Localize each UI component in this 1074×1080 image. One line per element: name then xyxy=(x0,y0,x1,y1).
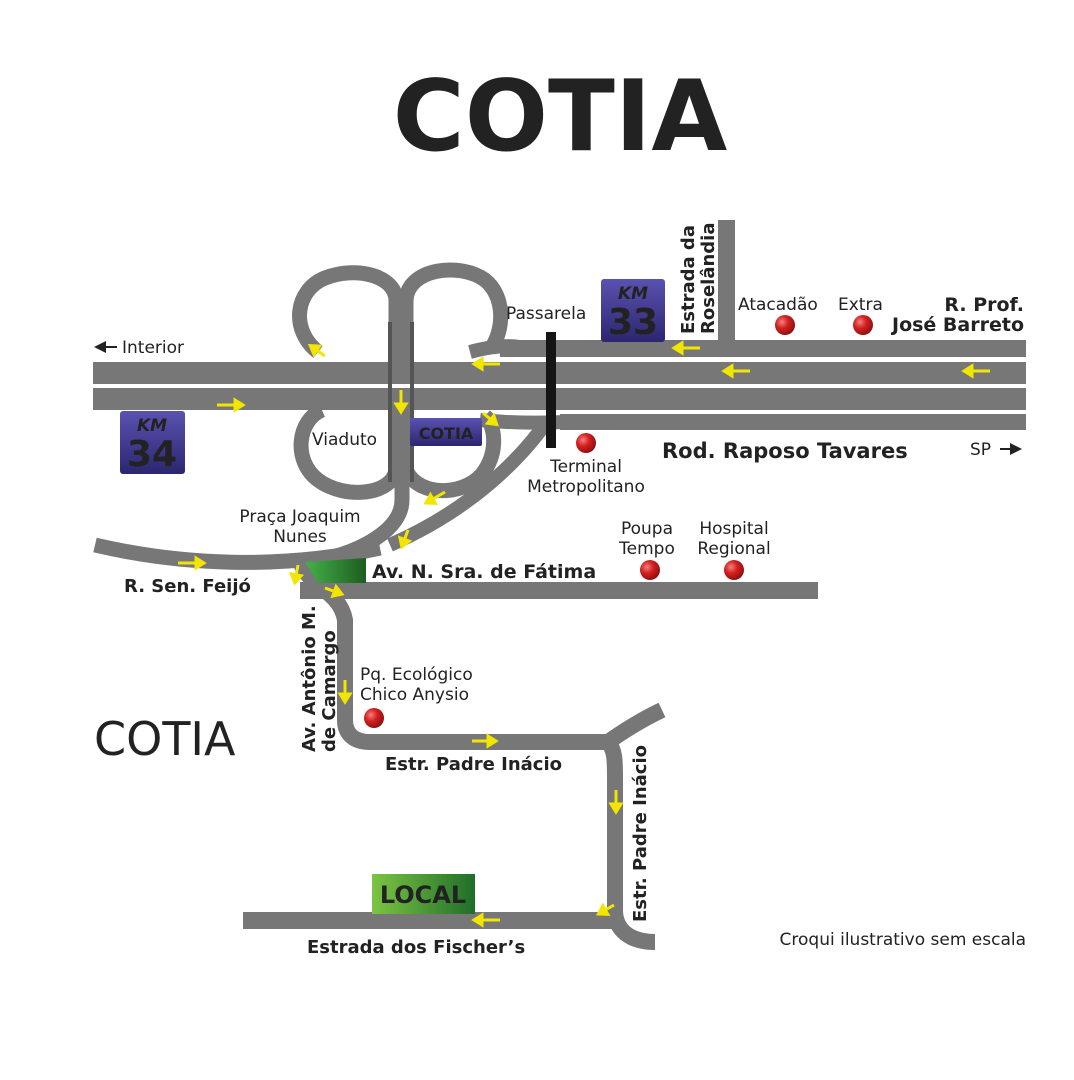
ramp-from-terminal xyxy=(387,415,554,552)
label-feijo: R. Sen. Feijó xyxy=(124,576,251,597)
fatima-road xyxy=(300,582,818,599)
label-passarela: Passarela xyxy=(506,304,586,324)
fatima-marker xyxy=(305,558,366,583)
highway-lane-north xyxy=(93,362,1026,384)
label-hospital-1: Hospital xyxy=(699,519,768,539)
arrow-turn xyxy=(595,902,615,916)
km33-sign: KM 33 xyxy=(601,279,665,343)
city-label: COTIA xyxy=(94,712,236,766)
arrow-down xyxy=(337,680,353,705)
arrow-sw xyxy=(423,490,446,505)
pedestrian-bridge xyxy=(546,332,556,448)
arrow-loop xyxy=(482,411,499,427)
road-network xyxy=(93,220,1026,950)
padre-inacio-vertical xyxy=(601,736,656,950)
svg-text:LOCAL: LOCAL xyxy=(380,881,466,909)
label-praca-2: Nunes xyxy=(273,527,327,547)
label-poupa-2: Tempo xyxy=(618,539,675,559)
roselandia-road xyxy=(718,220,735,345)
feijo-road xyxy=(93,537,382,570)
local-destination-sign: LOCAL xyxy=(372,874,475,914)
label-camargo: Av. Antônio M. de Camargo xyxy=(299,605,340,752)
km34-sign: KM 34 xyxy=(120,411,185,475)
poi-parque-marker xyxy=(364,708,384,728)
label-atacadao: Atacadão xyxy=(738,295,818,315)
cotia-city-sign: COTIA xyxy=(410,418,482,446)
poi-markers xyxy=(364,315,873,728)
loop-northeast xyxy=(398,262,509,362)
label-poupa-1: Poupa xyxy=(621,519,673,539)
svg-text:Estrada da: Estrada da xyxy=(678,225,699,334)
direction-east-label: SP xyxy=(970,440,991,460)
map-title: COTIA xyxy=(393,60,728,174)
svg-text:COTIA: COTIA xyxy=(419,424,474,443)
svg-text:KM: KM xyxy=(137,416,167,436)
label-viaduto: Viaduto xyxy=(312,430,377,450)
arrow-west xyxy=(721,363,750,379)
arrow-west xyxy=(471,912,500,928)
arrow-down xyxy=(393,390,409,415)
label-padre-inacio-v: Estr. Padre Inácio xyxy=(630,745,651,922)
svg-text:KM: KM xyxy=(618,284,648,304)
arrow-loop xyxy=(307,344,326,358)
arrow-west xyxy=(961,363,990,379)
label-terminal-2: Metropolitano xyxy=(527,477,645,497)
padre-inacio-northeast xyxy=(603,702,666,749)
label-raposo: Rod. Raposo Tavares xyxy=(662,439,908,463)
label-barreto-1: R. Prof. xyxy=(944,294,1024,316)
loop-southeast xyxy=(398,410,502,499)
viaduct xyxy=(388,322,414,482)
direction-west-label: Interior xyxy=(122,338,184,358)
camargo-road xyxy=(292,557,608,750)
label-barreto-2: José Barreto xyxy=(890,314,1024,336)
loop-southwest xyxy=(293,403,404,500)
fischers-road xyxy=(243,912,618,929)
arrow-east xyxy=(217,397,246,413)
arrow-east xyxy=(472,733,499,749)
loop-northwest xyxy=(292,265,404,362)
svg-text:Roselândia: Roselândia xyxy=(698,223,719,334)
poi-extra-marker xyxy=(853,315,873,335)
arrow-turn xyxy=(288,564,305,586)
arrow-west xyxy=(471,356,500,372)
poi-poupatempo-marker xyxy=(640,560,660,580)
label-parque-1: Pq. Ecológico xyxy=(360,665,473,685)
label-parque-2: Chico Anysio xyxy=(360,685,469,705)
traffic-arrows xyxy=(178,340,990,928)
arrow-down xyxy=(397,529,413,550)
label-hospital-2: Regional xyxy=(697,539,770,559)
poi-atacadao-marker xyxy=(775,315,795,335)
scale-note: Croqui ilustrativo sem escala xyxy=(780,930,1026,950)
label-fischers: Estrada dos Fischer’s xyxy=(307,937,525,958)
arrow-down xyxy=(608,790,624,815)
svg-text:33: 33 xyxy=(608,302,658,343)
arrow-turn xyxy=(324,583,345,599)
label-terminal-1: Terminal xyxy=(549,457,622,477)
arrow-east xyxy=(178,555,207,571)
label-praca-1: Praça Joaquim xyxy=(239,507,360,527)
highway-frontage-south xyxy=(560,414,1026,430)
label-padre-inacio-h: Estr. Padre Inácio xyxy=(385,754,562,775)
highway-lane-south xyxy=(93,388,1026,410)
poi-terminal-marker xyxy=(576,433,596,453)
svg-text:Estr. Padre Inácio: Estr. Padre Inácio xyxy=(630,745,651,922)
poi-hospital-marker xyxy=(724,560,744,580)
svg-text:34: 34 xyxy=(127,434,177,475)
svg-text:de Camargo: de Camargo xyxy=(319,630,340,752)
labels: Interior SP Passarela Viaduto Rod. Rapos… xyxy=(94,223,1026,958)
highway-frontage-east xyxy=(500,340,1026,357)
label-roselandia: Estrada da Roselândia xyxy=(678,223,719,334)
label-extra: Extra xyxy=(838,295,883,315)
label-fatima: Av. N. Sra. de Fátima xyxy=(372,561,596,583)
arrow-west xyxy=(671,340,700,356)
svg-text:Av. Antônio M.: Av. Antônio M. xyxy=(299,605,320,752)
